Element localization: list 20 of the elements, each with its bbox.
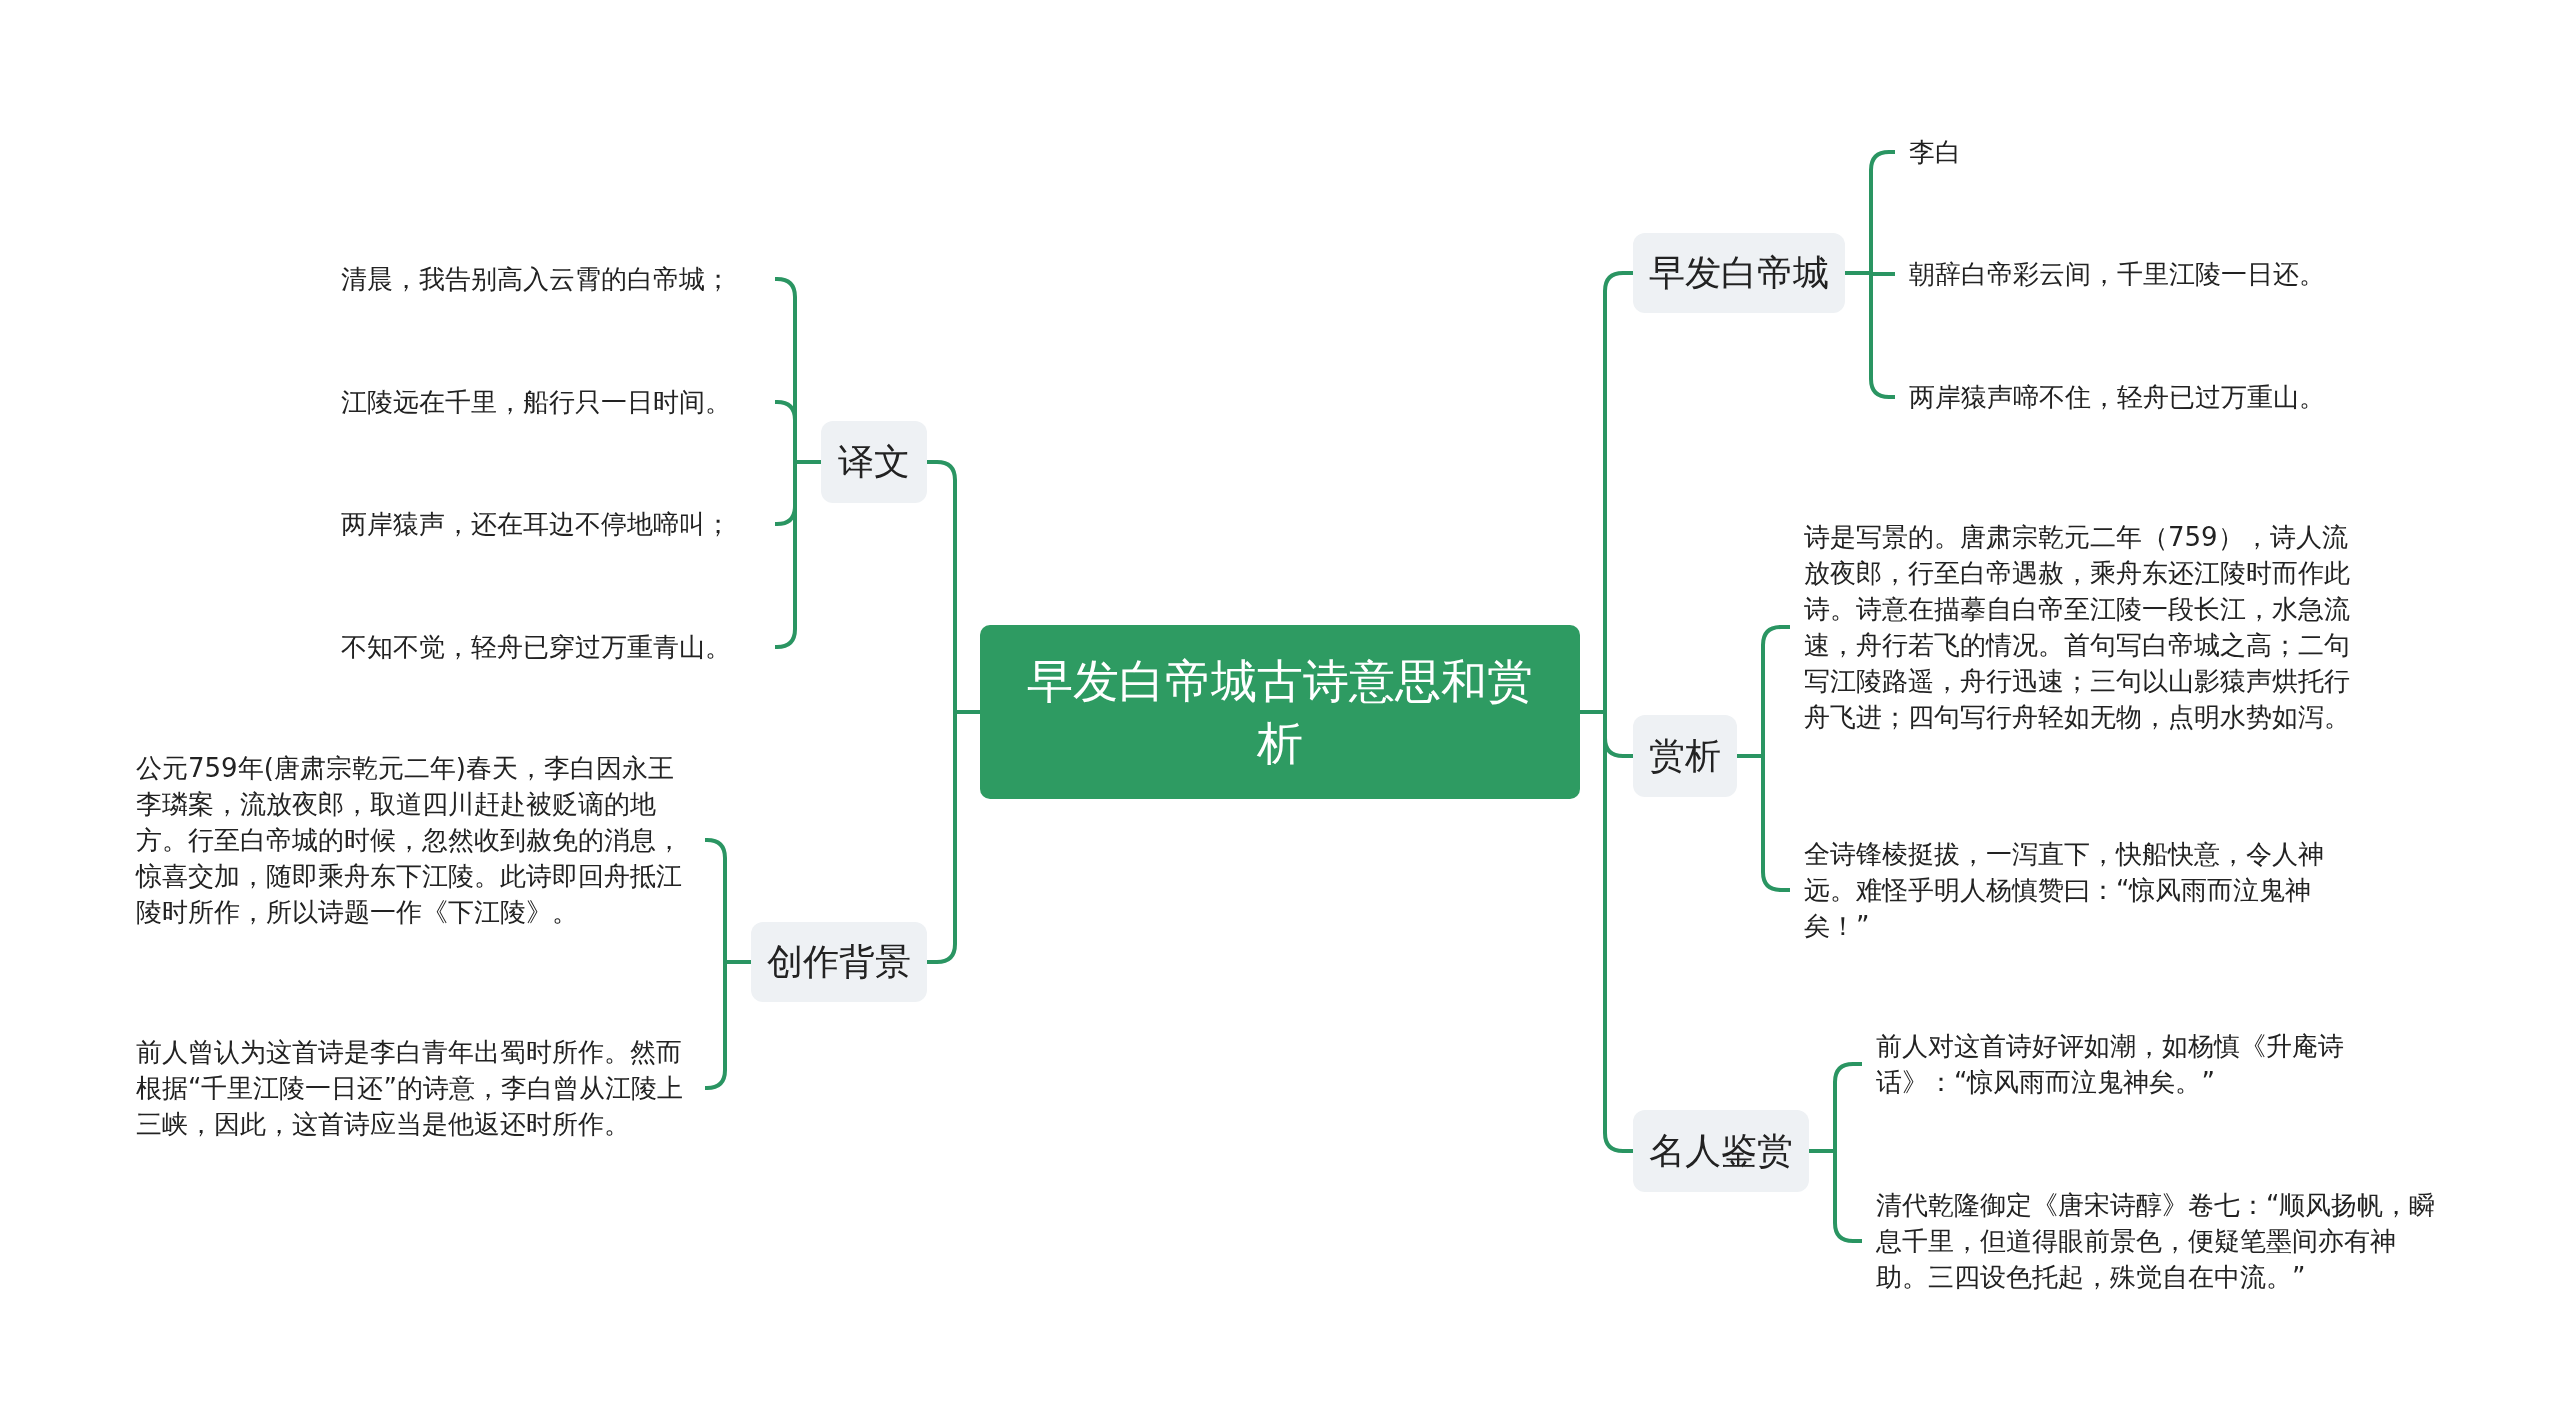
- leaf-text: 全诗锋棱挺拔，一泻直下，快船快意，令人神远。难怪乎明人杨慎赞曰：“惊风雨而泣鬼神矣！”: [1790, 834, 2370, 946]
- leaf-text: 清晨，我告别高入云霄的白帝城；: [335, 259, 775, 299]
- connector-line: [1580, 710, 1633, 1153]
- root-box: 早发白帝城古诗意思和赏析: [980, 625, 1580, 799]
- leaf-text: 李白: [1895, 132, 2425, 172]
- leaf-text: 朝辞白帝彩云间，千里江陵一日还。: [1895, 254, 2425, 294]
- branch-box: 早发白帝城: [1633, 233, 1845, 313]
- leaf-text: 前人对这首诗好评如潮，如杨慎《升庵诗话》：“惊风雨而泣鬼神矣。”: [1862, 1026, 2442, 1102]
- leaf-text: 江陵远在千里，船行只一日时间。: [335, 382, 775, 422]
- leaf-text: 两岸猿声，还在耳边不停地啼叫；: [335, 504, 775, 544]
- branch-box: 创作背景: [751, 922, 927, 1002]
- branch-box: 译文: [821, 421, 927, 503]
- leaf-text: 两岸猿声啼不住，轻舟已过万重山。: [1895, 377, 2425, 417]
- branch-box: 赏析: [1633, 715, 1737, 797]
- leaf-text: 清代乾隆御定《唐宋诗醇》卷七：“顺风扬帆，瞬息千里，但道得眼前景色，便疑笔墨间亦有神助。三四设色托起，殊觉自在中流。”: [1862, 1185, 2442, 1297]
- leaf-text: 前人曾认为这首诗是李白青年出蜀时所作。然而根据“千里江陵一日还”的诗意，李白曾从江陵上三峡，因此，这首诗应当是他返还时所作。: [130, 1014, 705, 1162]
- leaf-text: 诗是写景的。唐肃宗乾元二年（759），诗人流放夜郎，行至白帝遇赦，乘舟东还江陵时而作此诗。诗意在描摹自白帝至江陵一段长江，水急流速，舟行若飞的情况。首句写白帝城之高；二句写江陵路遥，舟行迅速；三句以山影猿声烘托行舟飞进；四句写行舟轻如无物，点明水势如泻。: [1790, 500, 2370, 754]
- leaf-text: 不知不觉，轻舟已穿过万重青山。: [335, 627, 775, 667]
- branch-box: 名人鉴赏: [1633, 1110, 1809, 1192]
- leaf-text: 公元759年(唐肃宗乾元二年)春天，李白因永王李璘案，流放夜郎，取道四川赶赴被贬谪的地方。行至白帝城的时候，忽然收到赦免的消息，惊喜交加，随即乘舟东下江陵。此诗即回舟抵江陵时所作，所以诗题一作《下江陵》。: [130, 748, 705, 932]
